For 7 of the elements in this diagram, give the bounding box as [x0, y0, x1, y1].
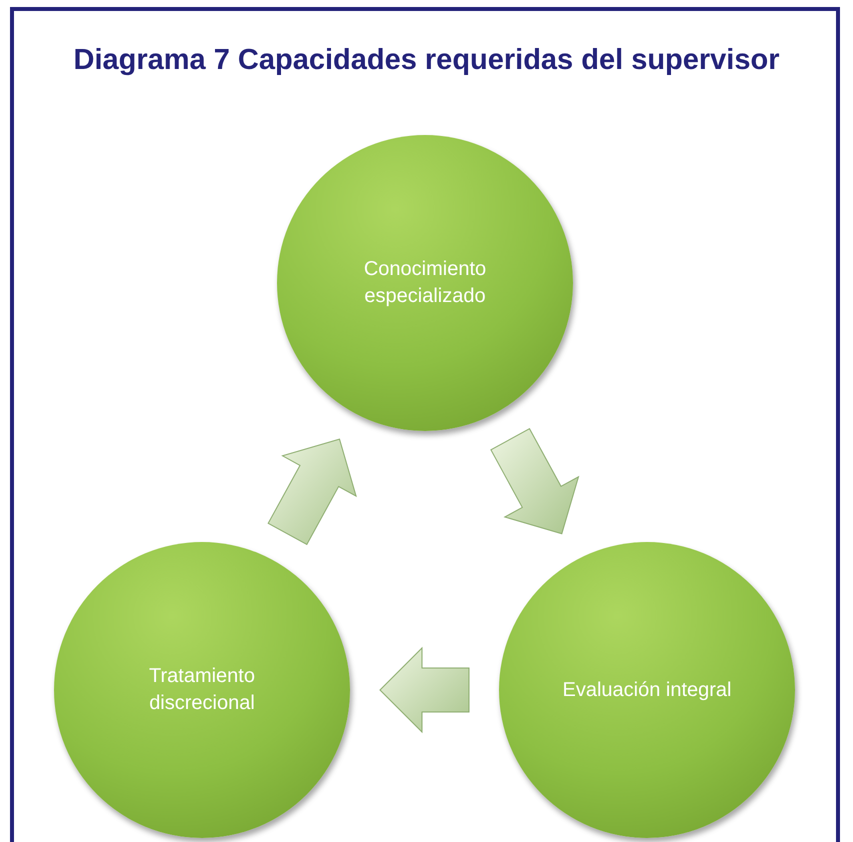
circle-label: Tratamiento discrecional: [148, 664, 256, 716]
diagram-title: Diagrama 7 Capacidades requeridas del supervisor: [72, 43, 780, 78]
circle-label: Evaluación integral: [562, 678, 732, 702]
block-arrow: [268, 438, 357, 546]
block-arrow: [379, 646, 470, 734]
block-arrow: [490, 428, 580, 534]
circle-label: Conocimiento especializado: [362, 257, 488, 309]
